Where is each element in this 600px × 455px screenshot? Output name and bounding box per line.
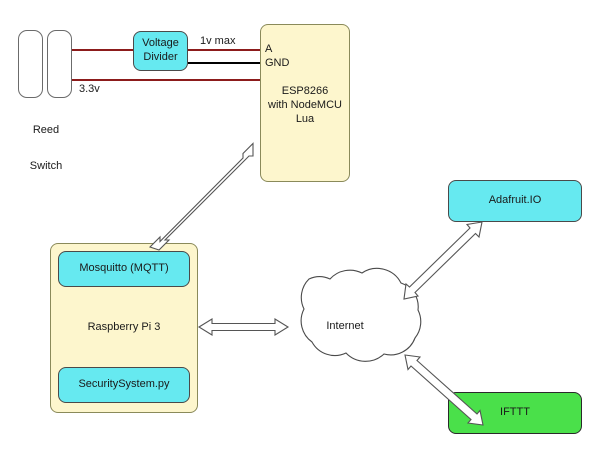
raspberry-pi-label: Raspberry Pi 3 xyxy=(87,321,161,333)
service-securitysystem-py[interactable]: SecuritySystem.py xyxy=(58,367,190,403)
arrow-raspberrypi-internet xyxy=(197,318,290,336)
wire-label-1v-max: 1v max xyxy=(200,35,236,47)
ifttt-label: IFTTT xyxy=(500,406,530,419)
ifttt-box[interactable]: IFTTT xyxy=(448,392,582,434)
wire-label-3v3: 3.3v xyxy=(79,83,100,95)
wire-reed-to-esp-3v3 xyxy=(72,79,260,81)
internet-cloud-shape xyxy=(300,267,422,362)
voltage-divider-label-line2: Divider xyxy=(143,51,178,63)
esp8266-label-line3: Lua xyxy=(295,112,315,125)
service-securitysystem-py-label: SecuritySystem.py xyxy=(78,378,170,391)
adafruit-io-label: Adafruit.IO xyxy=(488,194,542,207)
esp8266-pin-a-label: A xyxy=(265,43,273,55)
voltage-divider-box[interactable]: Voltage Divider xyxy=(133,31,188,71)
esp8266-pin-gnd-label: GND xyxy=(265,57,290,69)
adafruit-io-box[interactable]: Adafruit.IO xyxy=(448,180,582,222)
service-mosquitto-mqtt-label: Mosquitto (MQTT) xyxy=(79,262,169,275)
internet-label: Internet xyxy=(326,320,364,332)
esp8266-label-line2: with NodeMCU xyxy=(268,98,342,111)
voltage-divider-label-line1: Voltage xyxy=(142,37,179,50)
wire-divider-to-esp-gnd xyxy=(188,62,260,64)
reed-switch-contact-left xyxy=(18,30,43,98)
reed-switch-label: Reed Switch xyxy=(29,124,63,172)
arrow-raspberrypi-esp8266 xyxy=(148,142,254,251)
arrow-internet-adafruitio xyxy=(403,221,483,300)
esp8266-box[interactable]: ESP8266 with NodeMCU Lua xyxy=(260,24,350,182)
esp8266-label-line1: ESP8266 xyxy=(281,85,329,97)
wire-reed-to-divider xyxy=(72,49,134,51)
reed-switch-contact-right xyxy=(47,30,72,98)
wire-divider-to-esp-a xyxy=(188,49,260,51)
service-mosquitto-mqtt[interactable]: Mosquitto (MQTT) xyxy=(58,251,190,287)
